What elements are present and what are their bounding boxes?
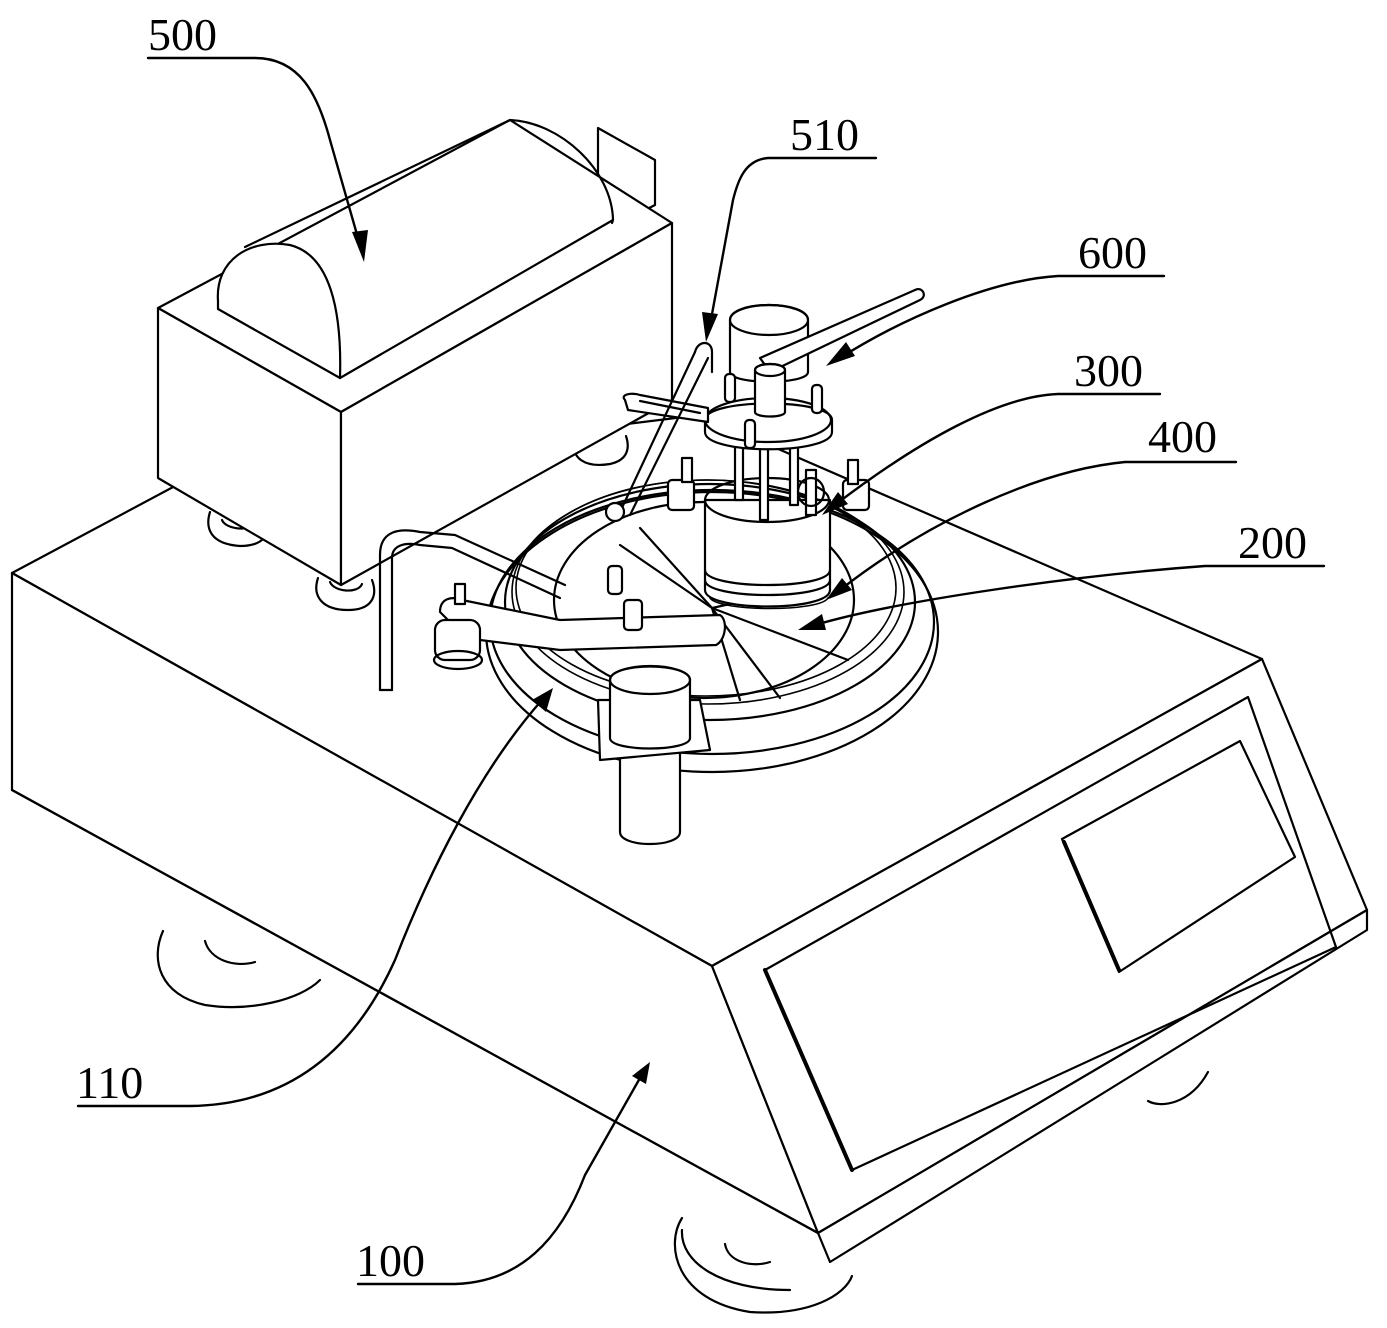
front-cylinder xyxy=(596,664,712,846)
callout-600: 600 xyxy=(826,227,1166,366)
label-500: 500 xyxy=(148,9,217,60)
label-100: 100 xyxy=(356,1235,425,1286)
head-columns xyxy=(733,418,826,522)
label-510: 510 xyxy=(790,109,859,160)
base-foot-right xyxy=(1146,1070,1210,1106)
label-110: 110 xyxy=(76,1057,143,1108)
callout-500: 500 xyxy=(146,9,368,262)
callout-400: 400 xyxy=(826,411,1238,600)
left-arm-assembly xyxy=(432,564,726,671)
callout-100: 100 xyxy=(356,1062,650,1286)
label-400: 400 xyxy=(1148,411,1217,462)
label-600: 600 xyxy=(1078,227,1147,278)
top-handle-rod xyxy=(758,288,925,374)
display-screen xyxy=(1060,739,1297,974)
top-knob xyxy=(723,362,824,450)
feed-tube xyxy=(378,529,567,692)
label-300: 300 xyxy=(1074,345,1143,396)
top-housing xyxy=(156,118,674,587)
callout-200: 200 xyxy=(798,517,1326,630)
base-foot-left xyxy=(156,929,322,1009)
callout-510: 510 xyxy=(702,109,878,342)
central-head xyxy=(703,476,832,608)
head-posts xyxy=(666,456,871,512)
pivot-arm xyxy=(604,341,714,523)
base-foot-front xyxy=(673,1216,854,1314)
callout-300: 300 xyxy=(822,345,1162,515)
control-panel xyxy=(763,695,1338,1172)
label-200: 200 xyxy=(1238,517,1307,568)
callout-110: 110 xyxy=(76,688,553,1108)
head-ring xyxy=(709,597,829,610)
